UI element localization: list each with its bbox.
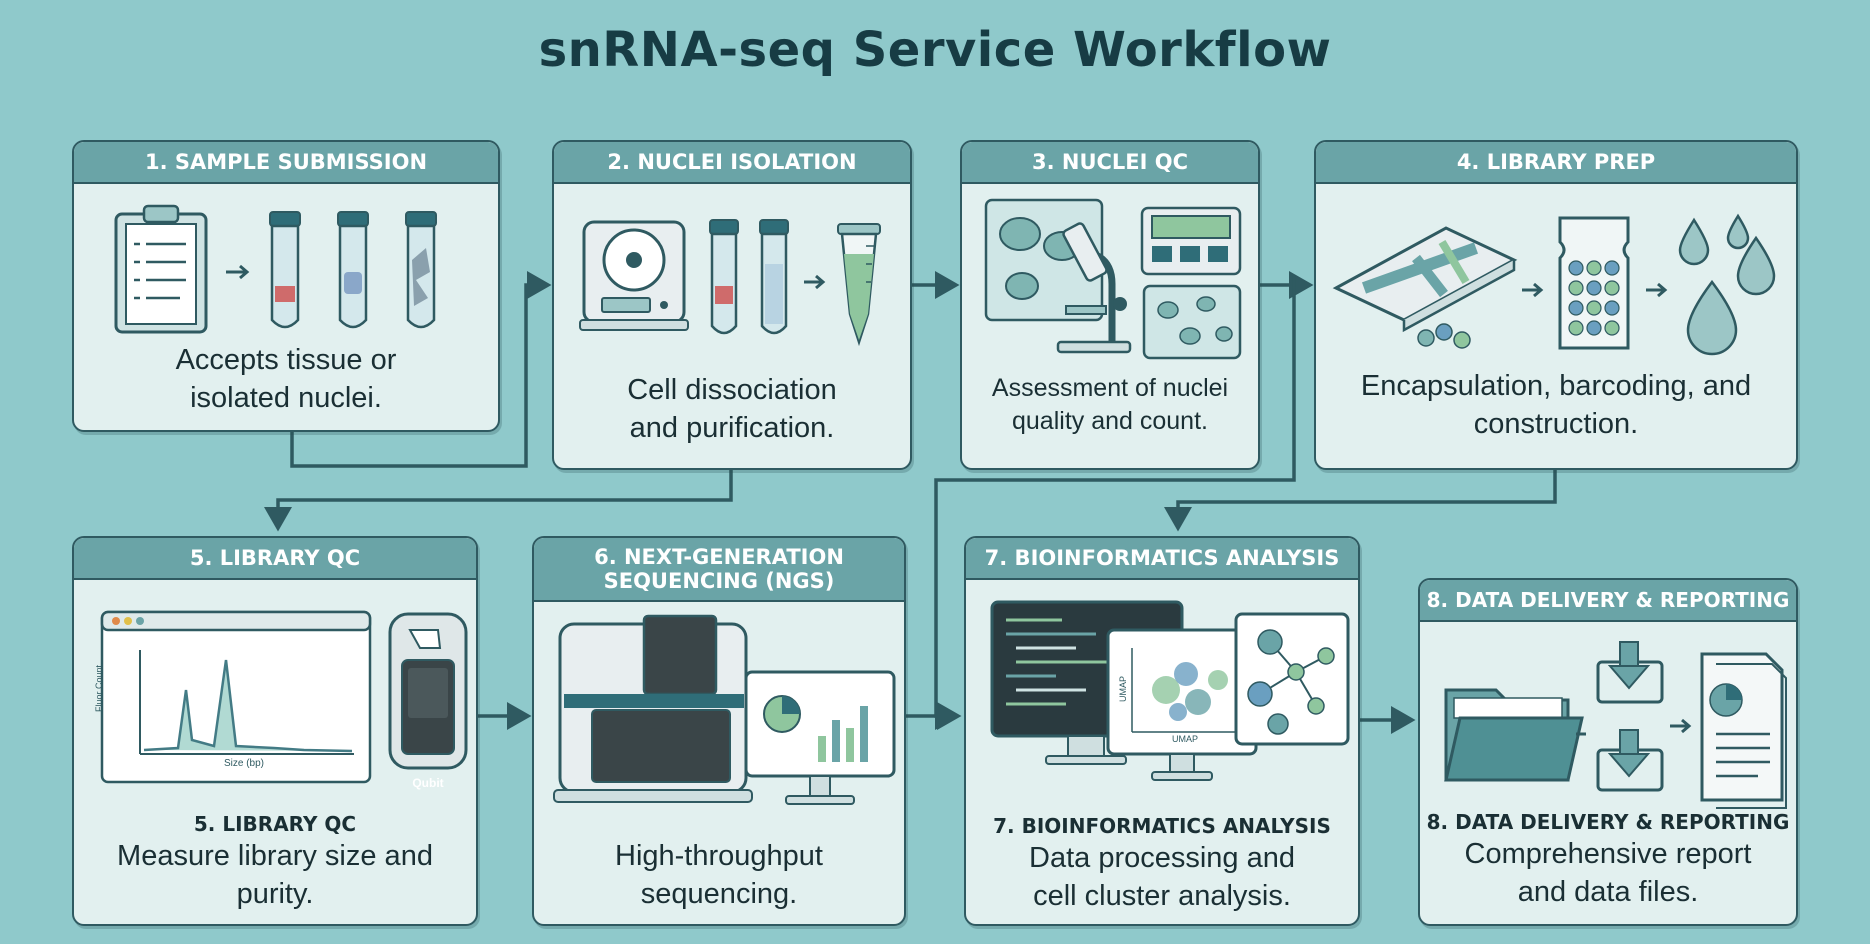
step-header: 3. NUCLEI QC — [962, 142, 1258, 184]
arrow-right-icon — [1522, 282, 1544, 298]
step-card-data-delivery: 8. DATA DELIVERY & REPORTING — [1418, 578, 1798, 926]
sequencer-machine-icon — [553, 614, 753, 803]
step-description: Comprehensive report and data files. — [1464, 838, 1752, 908]
step-description: Cell dissociation and purification. — [627, 374, 837, 444]
bioanalyzer-window-icon — [100, 610, 372, 784]
qubit-device-icon — [388, 612, 468, 770]
step-header: 6. NEXT-GENERATION SEQUENCING (NGS) — [534, 538, 904, 602]
step-card-library-prep: 4. LIBRARY PREP — [1314, 140, 1798, 470]
report-document-icon — [1700, 652, 1787, 809]
test-tube-red-icon — [709, 219, 739, 335]
step-header: 2. NUCLEI ISOLATION — [554, 142, 910, 184]
download-icon — [1596, 729, 1664, 792]
nuclei-image-icon — [1142, 284, 1242, 360]
centrifuge-icon — [579, 220, 689, 331]
nuclei-isolation-illustration — [579, 219, 881, 347]
step-description: Accepts tissue or isolated nuclei. — [175, 344, 397, 414]
page-title: snRNA-seq Service Workflow — [538, 22, 1332, 78]
test-tube-red-icon — [269, 211, 301, 329]
step-card-nuclei-isolation: 2. NUCLEI ISOLATION Cell dissociati — [552, 140, 912, 470]
cluster-network-icon — [1234, 612, 1350, 746]
data-delivery-illustration — [1444, 641, 1787, 809]
arrow-2-to-5 — [264, 468, 733, 532]
test-tube-nuclei-icon — [337, 211, 369, 329]
sample-submission-illustration — [114, 204, 437, 334]
folder-icon — [1444, 688, 1584, 782]
step-description: Measure library size and purity. — [117, 840, 433, 910]
step-header: 7. BIOINFORMATICS ANALYSIS — [966, 538, 1358, 580]
step-header: 1. SAMPLE SUBMISSION — [74, 142, 498, 184]
umap-y-axis-label: UMAP — [1118, 675, 1128, 702]
sequencing-illustration — [553, 614, 896, 805]
step-description: High-throughput sequencing. — [615, 840, 823, 910]
step-card-nuclei-qc: 3. NUCLEI QC Assessment of nuclei — [960, 140, 1260, 470]
step-card-library-qc: 5. LIBRARY QC Fluor Count Size (bp) Qubi… — [72, 536, 478, 926]
step-header: 4. LIBRARY PREP — [1316, 142, 1796, 184]
graph-x-axis-label: Size (bp) — [224, 758, 265, 769]
test-tube-blue-icon — [759, 219, 789, 335]
arrow-right-icon — [226, 264, 250, 280]
barcode-plate-icon — [1558, 216, 1630, 350]
monitor-chart-icon — [744, 670, 896, 805]
step-subheader: 5. LIBRARY QC — [193, 812, 357, 836]
microscope-icon — [1056, 222, 1132, 354]
microfluidic-chip-icon — [1332, 226, 1518, 349]
arrow-1-to-2 — [290, 271, 552, 468]
arrow-right-icon — [804, 274, 826, 290]
step-description: Data processing and cell cluster analysi… — [1029, 842, 1295, 912]
conical-tube-icon — [837, 223, 881, 347]
test-tube-tissue-icon — [405, 211, 437, 329]
step-description: Assessment of nuclei quality and count. — [991, 374, 1229, 435]
step-subheader: 8. DATA DELIVERY & REPORTING — [1426, 810, 1790, 834]
cell-counter-icon — [1140, 206, 1242, 276]
step-subheader: 7. BIOINFORMATICS ANALYSIS — [993, 814, 1331, 838]
arrow-4-to-7 — [1164, 468, 1557, 532]
umap-monitor-icon — [1106, 628, 1258, 781]
arrow-right-icon — [1646, 282, 1668, 298]
droplet-icon — [1678, 213, 1776, 356]
step-header: 8. DATA DELIVERY & REPORTING — [1420, 580, 1796, 622]
step-header: 5. LIBRARY QC — [74, 538, 476, 580]
step-card-bioinformatics: 7. BIOINFORMATICS ANALYSIS — [964, 536, 1360, 926]
clipboard-icon — [114, 204, 208, 334]
arrow-right-icon — [1670, 718, 1692, 734]
umap-x-axis-label: UMAP — [1172, 734, 1199, 744]
step-description: Encapsulation, barcoding, and constructi… — [1360, 370, 1752, 440]
library-qc-graphics — [100, 610, 468, 784]
step-card-sequencing: 6. NEXT-GENERATION SEQUENCING (NGS) High… — [532, 536, 906, 926]
library-qc-illustration: Fluor Count Size (bp) Qubit — [74, 590, 476, 820]
qubit-label: Qubit — [412, 776, 444, 790]
bioinformatics-illustration: UMAP UMAP — [966, 594, 1358, 816]
library-prep-illustration — [1332, 213, 1776, 356]
step-card-sample-submission: 1. SAMPLE SUBMISSION — [72, 140, 500, 432]
nuclei-qc-illustration — [984, 198, 1242, 360]
graph-y-axis-label: Fluor Count — [94, 664, 104, 712]
bioinformatics-graphics — [990, 600, 1350, 781]
download-icon — [1596, 641, 1664, 704]
